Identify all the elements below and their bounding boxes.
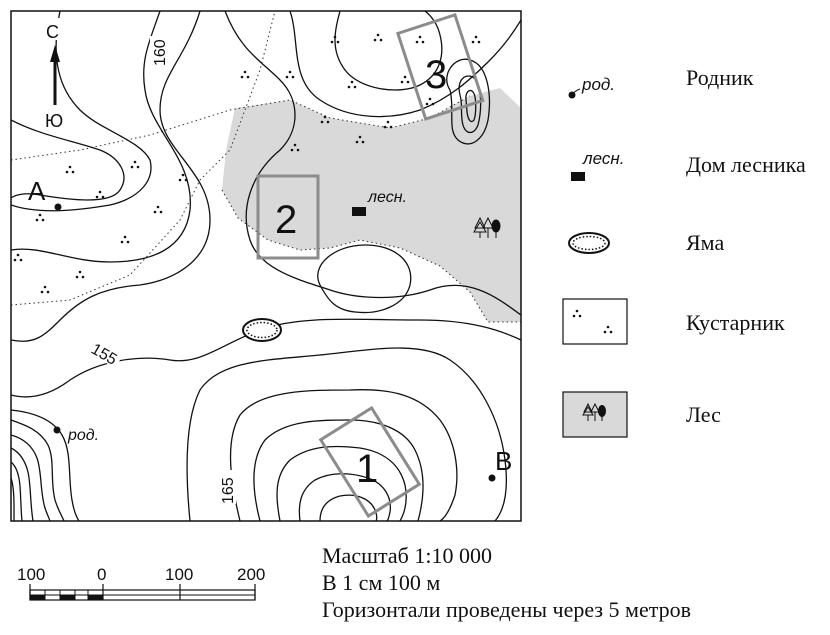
forester-house-label: лесн. (367, 189, 407, 206)
map-area: лесн. (10, 10, 522, 522)
spring-label: род. (67, 427, 99, 444)
legend-item-pit: Яма (568, 230, 724, 255)
contour-interval-text: Горизонтали проведены через 5 метров (322, 597, 691, 622)
forest-area (222, 88, 521, 322)
point-a-marker (54, 203, 62, 211)
legend-pit-label: Яма (686, 230, 724, 255)
north-arrow: С Ю (42, 18, 68, 131)
legend-spring-code: род. (581, 75, 615, 94)
legend-item-forest: Лес (562, 391, 721, 438)
forester-house-symbol (352, 207, 366, 216)
south-label: Ю (45, 111, 63, 131)
zone-1 (318, 405, 422, 519)
zone-2-label: 2 (275, 198, 297, 242)
scale-tick-100-left: 100 (17, 565, 45, 584)
contour-labels: 160 155 165 (85, 36, 237, 504)
forest-tree-icon (473, 216, 501, 238)
legend-forester-symbol (571, 172, 585, 181)
legend-item-shrub: Кустарник (562, 298, 785, 345)
scale-tick-100: 100 (165, 565, 193, 584)
zone-3-label: 3 (425, 53, 447, 97)
scale-tick-200: 200 (237, 565, 265, 584)
legend-forest-label: Лес (686, 402, 721, 427)
legend: род. Родник лесн. Дом лесника Яма Кустар… (562, 65, 806, 438)
scale-tick-0: 0 (97, 565, 106, 584)
legend-shrub-label: Кустарник (686, 310, 785, 335)
zone-2 (256, 174, 320, 260)
north-label: С (46, 22, 59, 42)
pit-symbol (242, 318, 282, 342)
scale-text: Масштаб 1:10 000 (322, 543, 492, 568)
scale-bar: 100 0 100 200 (17, 565, 265, 601)
spring-symbol (53, 426, 61, 434)
legend-item-spring: род. Родник (568, 65, 754, 99)
scale-cm-text: В 1 см 100 м (322, 570, 440, 595)
point-a-label: А (28, 176, 46, 206)
point-b-marker (488, 474, 496, 482)
legend-item-forester-house: лесн. Дом лесника (571, 149, 806, 181)
contour-label-165: 165 (220, 477, 237, 504)
zone-3 (395, 12, 485, 121)
zone-1-label: 1 (356, 447, 378, 491)
legend-forester-code: лесн. (582, 149, 624, 168)
point-b-label: В (495, 446, 512, 476)
legend-forester-label: Дом лесника (686, 152, 806, 177)
legend-spring-label: Родник (686, 65, 754, 90)
contour-label-160: 160 (152, 39, 169, 66)
